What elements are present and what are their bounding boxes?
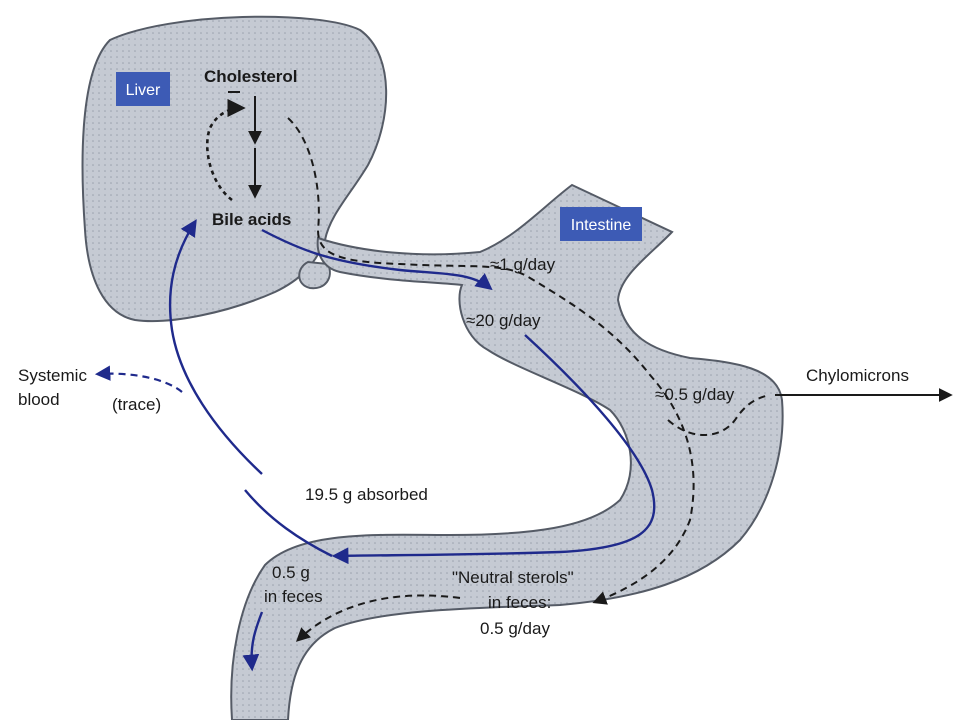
- neutral-sterols-label: "Neutral sterols": [452, 568, 574, 587]
- one-g-day-label: ≈1 g/day: [490, 255, 556, 274]
- neutral-amount-label: 0.5 g/day: [480, 619, 550, 638]
- in-feces-colon-label: in feces:: [488, 593, 551, 612]
- bile-acid-intestine-path: [331, 334, 656, 565]
- cholesterol-label: Cholesterol: [204, 67, 298, 86]
- bile-acids-label: Bile acids: [212, 210, 291, 229]
- systemic-trace-path: [94, 365, 183, 393]
- liver-label-box: [116, 72, 170, 106]
- absorbed-label: 19.5 g absorbed: [305, 485, 428, 504]
- liver-label: Liver: [126, 82, 161, 99]
- half-g-label: 0.5 g: [272, 563, 310, 582]
- cholesterol-absorption-path: [667, 394, 771, 436]
- sterol-feces-path: [295, 594, 461, 642]
- twenty-g-day-label: ≈20 g/day: [466, 311, 541, 330]
- cholesterol-secretion-path: [287, 117, 695, 605]
- chylomicrons-label: Chylomicrons: [806, 366, 909, 385]
- bile-acid-secretion-path: [261, 228, 493, 291]
- trace-label: (trace): [112, 395, 161, 414]
- intestine-label-box: [560, 207, 642, 241]
- in-feces-label: in feces: [264, 587, 323, 606]
- half-g-day-label: ≈0.5 g/day: [655, 385, 735, 404]
- intestine-shape: [230, 183, 784, 720]
- systemic-label: Systemic: [18, 366, 87, 385]
- blood-label: blood: [18, 390, 60, 409]
- gallbladder-shape: [298, 260, 331, 290]
- portal-return-path-upper: [168, 219, 263, 475]
- intestine-label: Intestine: [571, 217, 632, 234]
- liver-shape: [81, 15, 388, 323]
- bile-feces-arrow: [242, 611, 264, 672]
- portal-return-path: [244, 489, 333, 558]
